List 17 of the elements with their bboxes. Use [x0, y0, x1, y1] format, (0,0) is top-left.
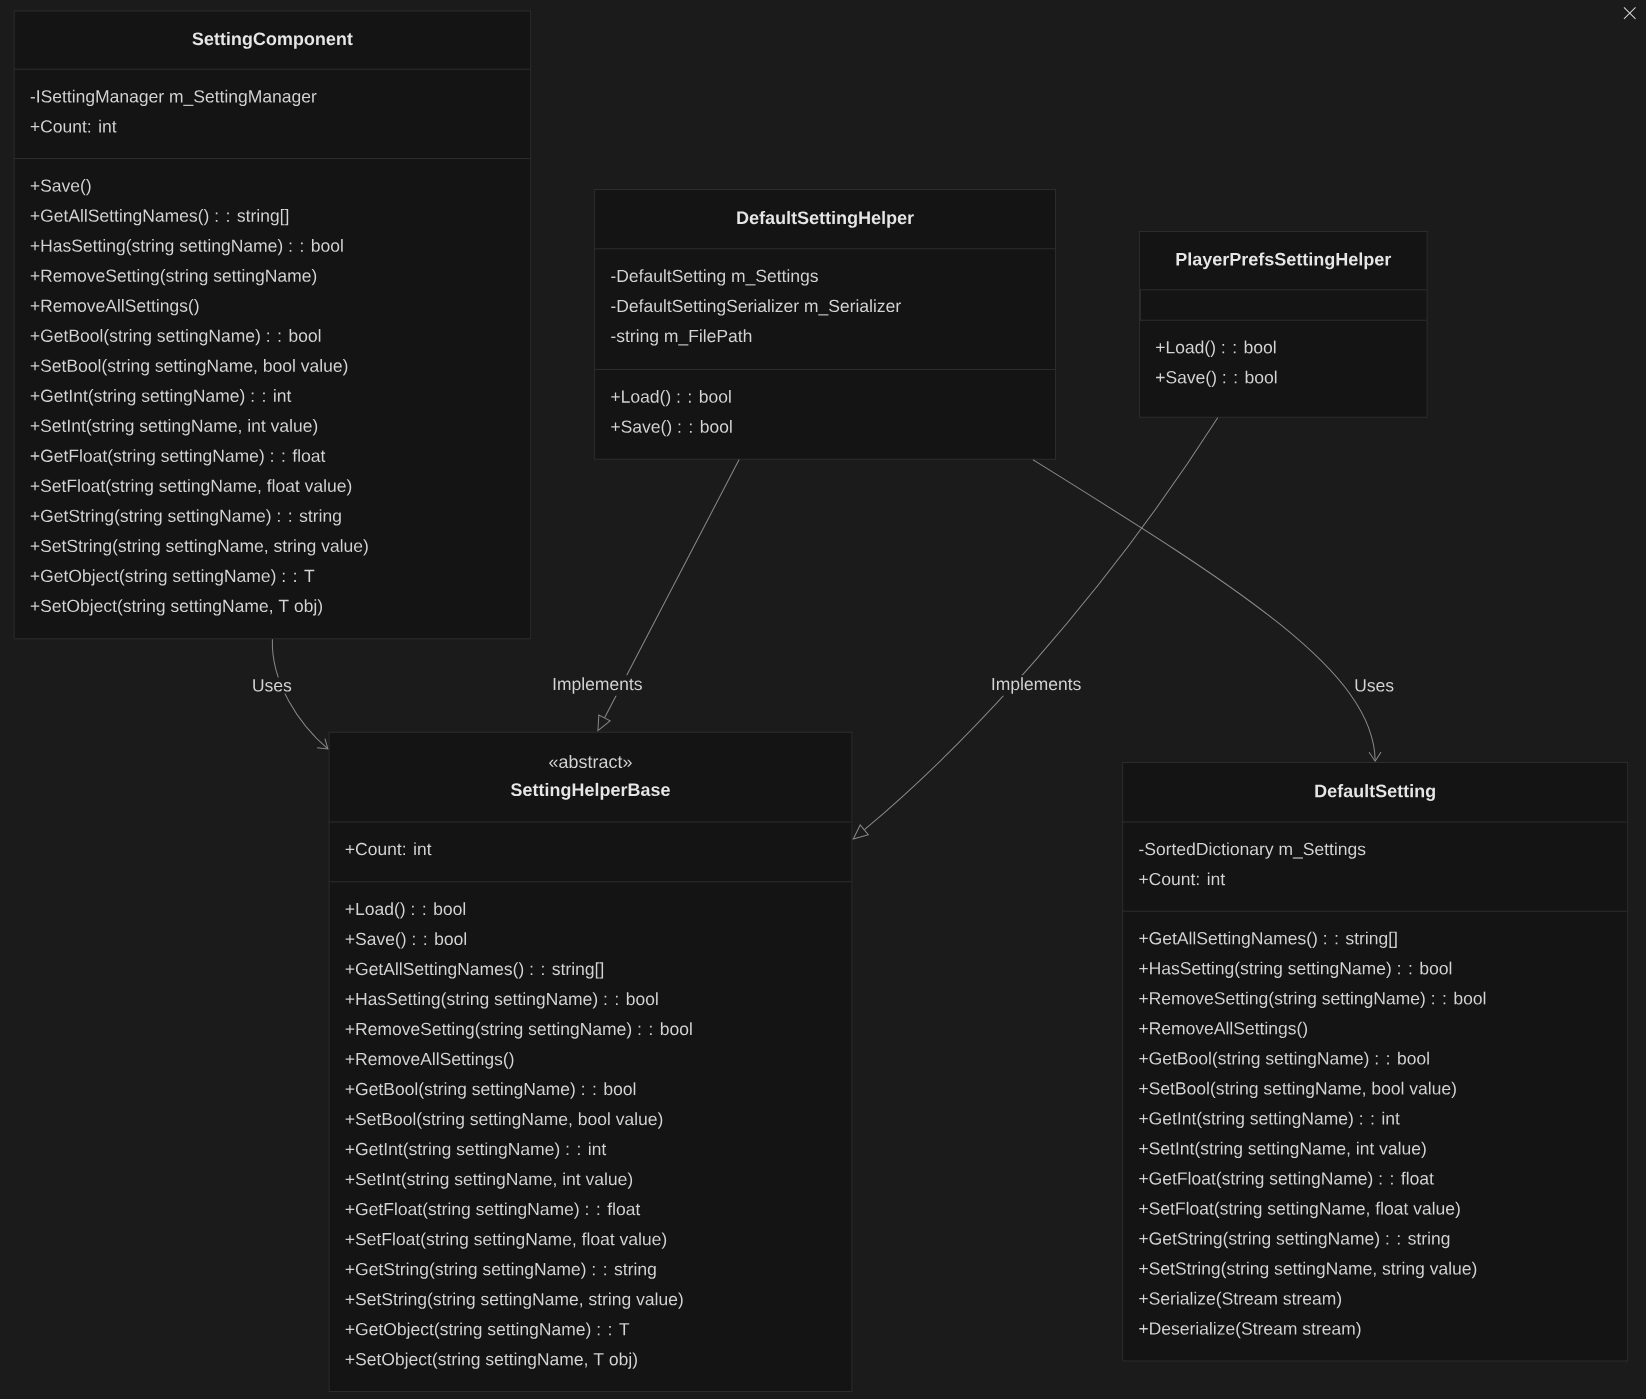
member-list: +Count: int	[345, 842, 432, 856]
arrow	[597, 459, 740, 731]
arrow	[271, 638, 329, 750]
member-list: -SortedDictionary m_Settings +Count: int	[1139, 842, 1366, 886]
edge-label: Uses	[249, 677, 294, 694]
arrow	[852, 417, 1219, 840]
edge-label: Implements	[550, 675, 645, 696]
edge-label: Implements	[988, 675, 1084, 696]
member-list: +Load() : : bool +Save() : : bool	[1156, 340, 1277, 387]
member-list: +Load() : : bool +Save() : : bool	[611, 389, 732, 437]
edge-label: Uses	[1352, 677, 1397, 694]
member-list: +Save() +GetAllSettingNames() : : string[] +HasSetting(string settingName) : : bool +RemoveSetting(string settingName) +RemoveAllSettings() +GetBool(string settingName) : : bool +SetBool(string settingName, bool value) +GetInt(string settingName) : : int +SetInt(string settingName, int value) +GetFloat(string settingName) : : float +SetFloat(string settingName, float value) +GetString(string settingName) : : string +SetString(string settingName, string value) +GetObject(string settingName) : : T +SetObject(string settingName, T obj)	[30, 178, 368, 616]
member-list: -ISettingManager m_SettingManager +Count: int	[30, 89, 317, 133]
arrow	[1032, 459, 1382, 762]
member-list: -DefaultSetting m_Settings -DefaultSettingSerializer m_Serializer -string m_FilePath	[611, 269, 901, 346]
member-list: +GetAllSettingNames() : : string[] +HasSetting(string settingName) : : bool +RemoveSetting(string settingName) : : bool +RemoveAllSettings() +GetBool(string settingName) : : bool +SetBool(string settingName, bool value) +GetInt(string settingName) : : int +SetInt(string settingName, int value) +GetFloat(string settingName) : : float +SetFloat(string settingName, float value) +GetString(string settingName) : : string +SetString(string settingName, string value) +Serialize(Stream stream) +Deserialize(Stream stream)	[1139, 931, 1486, 1339]
member-list: +Load() : : bool +Save() : : bool +GetAllSettingNames() : : string[] +HasSetting(string settingName) : : bool +RemoveSetting(string settingName) : : bool +RemoveAllSettings() +GetBool(string settingName) : : bool +SetBool(string settingName, bool value) +GetInt(string settingName) : : int +SetInt(string settingName, int value) +GetFloat(string settingName) : : float +SetFloat(string settingName, float value) +GetString(string settingName) : : string +SetString(string settingName, string value) +GetObject(string settingName) : : T +SetObject(string settingName, T obj)	[345, 902, 692, 1369]
